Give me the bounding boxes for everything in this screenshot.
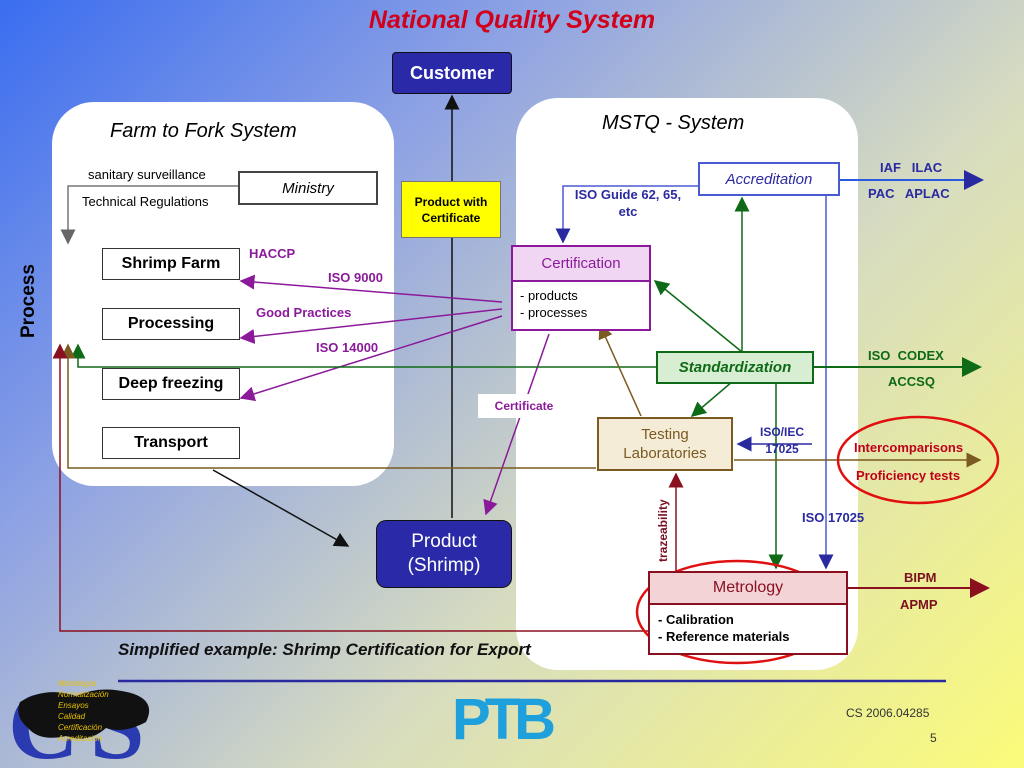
footer-code: CS 2006.04285 xyxy=(846,706,930,720)
certification-box: Certification - products - processes xyxy=(511,245,651,331)
customer-box: Customer xyxy=(392,52,512,94)
pac-aplac-label: PAC APLAC xyxy=(868,186,950,201)
metrology-label: Metrology xyxy=(712,579,784,596)
page-title: National Quality System xyxy=(368,6,656,34)
product-shrimp-label: Product (Shrimp) xyxy=(407,531,481,576)
deep-freezing-label: Deep freezing xyxy=(118,375,224,392)
good-practices-label: Good Practices xyxy=(256,305,352,320)
traceability-label: trazeability xyxy=(656,499,670,562)
ministry-box: Ministry xyxy=(238,171,378,205)
product-certificate-label: Product with Certificate xyxy=(414,194,488,225)
product-certificate-box: Product with Certificate xyxy=(401,181,501,238)
iso-codex-label: ISO CODEX xyxy=(868,348,944,363)
accreditation-label: Accreditation xyxy=(725,170,813,188)
technical-regulations-label: Technical Regulations xyxy=(82,194,209,209)
msqc-logo: C S Metrología Normalización Ensayos Cal… xyxy=(6,672,166,764)
ministry-label: Ministry xyxy=(282,179,334,197)
certificate-text: Certificate xyxy=(494,399,554,413)
shrimp-farm-label: Shrimp Farm xyxy=(121,255,221,272)
certification-header: Certification xyxy=(513,247,649,282)
accreditation-box: Accreditation xyxy=(698,162,840,196)
apmp-label: APMP xyxy=(900,597,938,612)
testing-laboratories-box: Testing Laboratories xyxy=(597,417,733,471)
farm-panel-title: Farm to Fork System xyxy=(110,120,297,142)
iaf-ilac-label: IAF ILAC xyxy=(880,160,943,175)
metrology-item-reference: - Reference materials xyxy=(658,629,790,644)
caption: Simplified example: Shrimp Certification… xyxy=(118,640,531,659)
metrology-box: Metrology - Calibration - Reference mate… xyxy=(648,571,848,655)
certificate-label: Certificate xyxy=(478,394,570,418)
proficiency-tests-label: Proficiency tests xyxy=(856,468,961,483)
shrimp-farm-box: Shrimp Farm xyxy=(102,248,240,280)
iso-iec-17025-label: ISO/IEC 17025 xyxy=(759,425,804,456)
testing-laboratories-label: Testing Laboratories xyxy=(623,426,707,462)
iso-guide-label: ISO Guide 62, 65, etc xyxy=(574,187,682,219)
cert-item-processes: - processes xyxy=(520,305,588,320)
cert-item-products: - products xyxy=(520,288,578,303)
processing-box: Processing xyxy=(102,308,240,340)
farm-panel xyxy=(52,102,394,486)
transport-label: Transport xyxy=(134,434,208,451)
haccp-label: HACCP xyxy=(249,246,296,261)
ptb-logo: PTB xyxy=(452,687,556,752)
transport-box: Transport xyxy=(102,427,240,459)
metrology-header: Metrology xyxy=(650,573,846,605)
msqc-logo-graphic: C S xyxy=(8,672,150,764)
footer-page: 5 xyxy=(930,731,937,745)
msqc-letter-c1: Calidad xyxy=(58,712,86,721)
msqc-letter-n: Normalización xyxy=(58,690,109,699)
metrology-item-calibration: - Calibration xyxy=(658,612,734,627)
sanitary-surveillance-label: sanitary surveillance xyxy=(88,167,206,182)
product-shrimp-box: Product (Shrimp) xyxy=(376,520,512,588)
bipm-label: BIPM xyxy=(904,570,937,585)
processing-label: Processing xyxy=(127,315,215,332)
msqc-letter-e: Ensayos xyxy=(58,701,89,710)
msqc-letter-a: Acreditación xyxy=(58,734,103,743)
msqc-letter-m: Metrología xyxy=(58,679,96,688)
iso-14000-label: ISO 14000 xyxy=(316,340,379,355)
iso-17025-label: ISO 17025 xyxy=(802,510,865,525)
process-label: Process xyxy=(18,264,39,338)
iso-9000-label: ISO 9000 xyxy=(328,270,383,285)
msqc-letters: Metrología Normalización Ensayos Calidad… xyxy=(58,678,109,744)
msqc-letter-c2: Certificación xyxy=(58,723,103,732)
certification-label: Certification xyxy=(541,255,621,272)
intercomparisons-label: Intercomparisons xyxy=(854,440,964,455)
deep-freezing-box: Deep freezing xyxy=(102,368,240,400)
customer-label: Customer xyxy=(409,62,494,83)
mstq-panel-title: MSTQ - System xyxy=(602,112,745,134)
standardization-label: Standardization xyxy=(678,359,792,376)
accsq-label: ACCSQ xyxy=(888,374,935,389)
standardization-box: Standardization xyxy=(656,351,814,384)
